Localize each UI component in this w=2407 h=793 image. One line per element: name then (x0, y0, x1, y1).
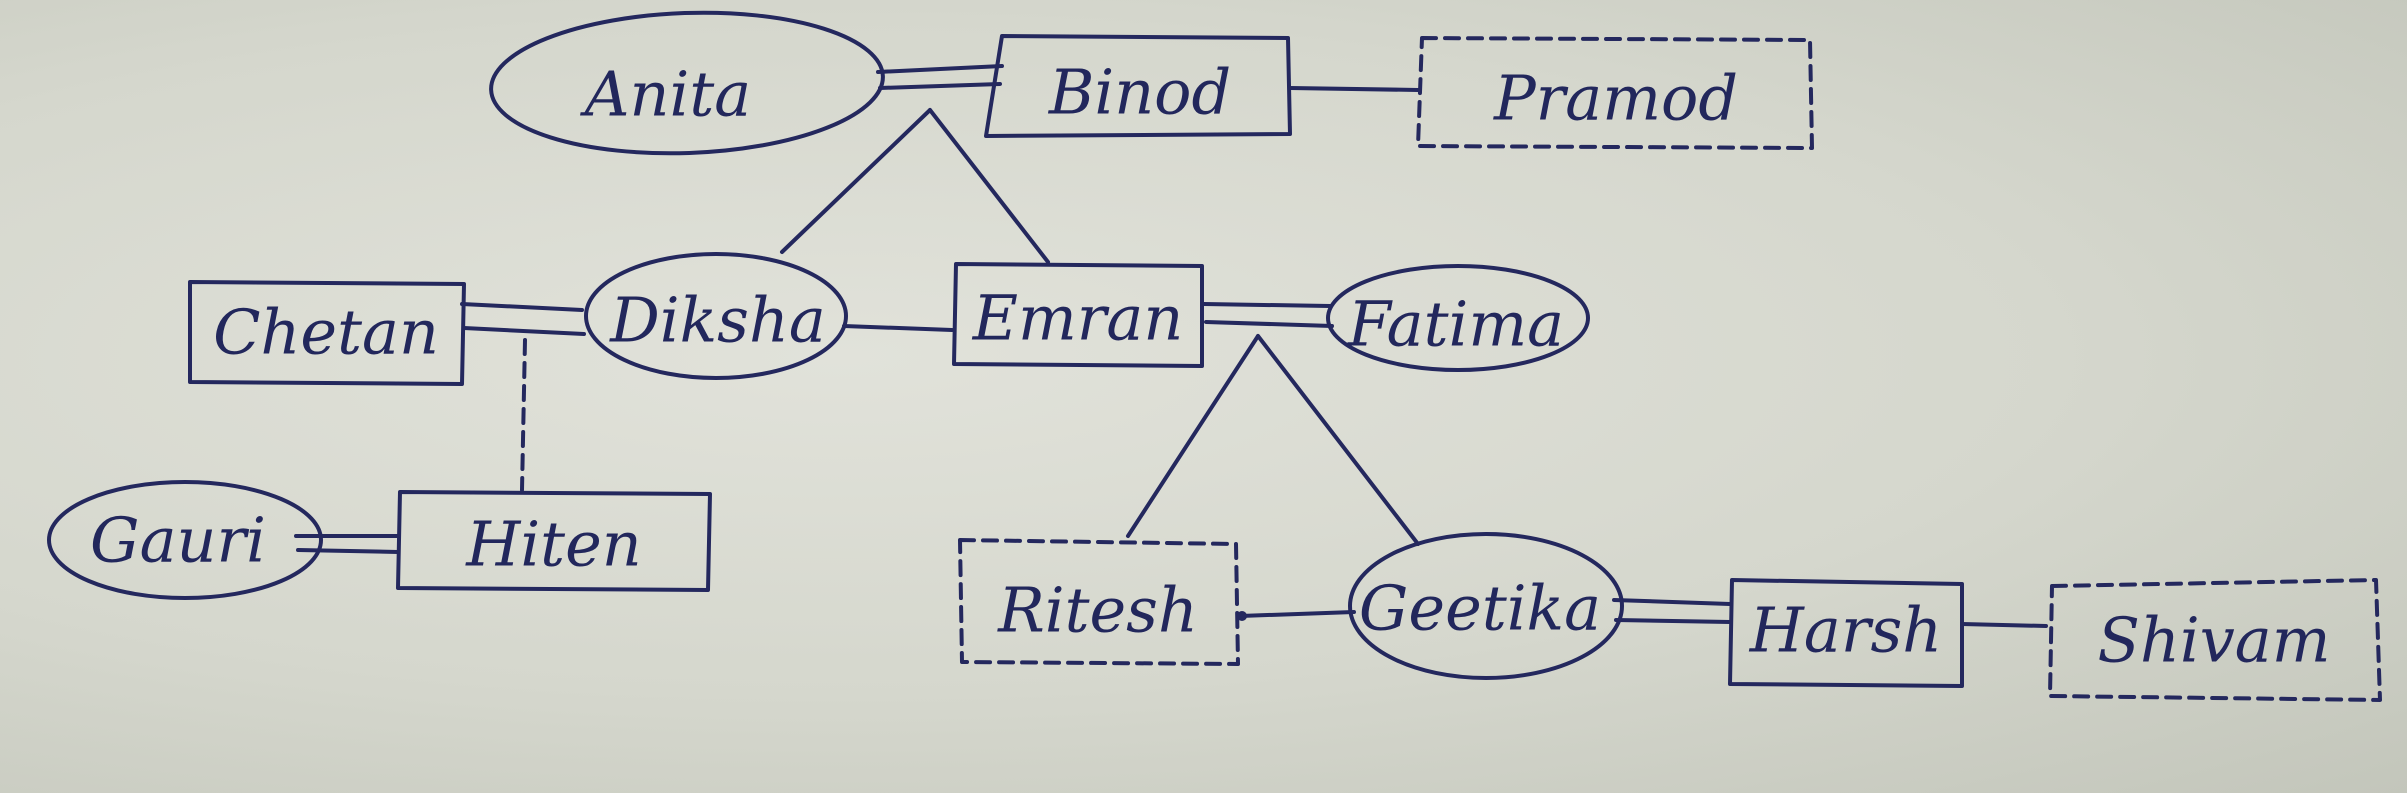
label-chetan: Chetan (213, 296, 439, 369)
node-harsh: Harsh (1728, 578, 1964, 688)
label-diksha: Diksha (609, 284, 826, 357)
sibling-line-ritesh-geetika (1238, 610, 1356, 618)
label-binod: Binod (1048, 56, 1231, 129)
node-binod: Binod (984, 34, 1292, 138)
label-geetika: Geetika (1359, 572, 1601, 645)
node-pramod: Pramod (1416, 36, 1814, 150)
sibling-line-harsh-shivam (1960, 622, 2048, 628)
label-harsh: Harsh (1749, 594, 1942, 667)
node-anita: Anita (489, 10, 885, 156)
label-fatima: Fatima (1347, 288, 1564, 361)
marriage-line-anita-binod (876, 64, 1004, 90)
node-shivam: Shivam (2048, 578, 2382, 702)
child-line-to-emran (928, 108, 1050, 264)
marriage-line-gauri-hiten (294, 534, 400, 554)
label-emran: Emran (972, 282, 1184, 355)
sibling-line-diksha-emran (842, 324, 954, 332)
child-line-to-diksha (780, 108, 932, 254)
marriage-line-emran-fatima (1202, 302, 1334, 328)
marriage-line-chetan-diksha (460, 302, 586, 336)
label-anita: Anita (580, 58, 751, 131)
label-hiten: Hiten (465, 508, 641, 581)
node-hiten: Hiten (396, 490, 712, 592)
node-emran: Emran (952, 262, 1204, 368)
child-line-to-geetika (1256, 334, 1420, 546)
node-geetika: Geetika (1348, 532, 1624, 680)
label-shivam: Shivam (2097, 604, 2330, 677)
sibling-line-binod-pramod (1288, 86, 1420, 92)
node-fatima: Fatima (1326, 264, 1590, 372)
connectors (294, 64, 2048, 628)
marriage-line-geetika-harsh (1612, 598, 1732, 624)
node-chetan: Chetan (188, 280, 466, 386)
child-line-to-ritesh (1126, 334, 1260, 538)
arrow-dot (1237, 611, 1247, 621)
node-ritesh: Ritesh (958, 538, 1240, 666)
node-gauri: Gauri (47, 480, 323, 600)
label-gauri: Gauri (90, 504, 266, 577)
node-diksha: Diksha (584, 252, 848, 380)
child-line-to-hiten (520, 338, 527, 492)
label-ritesh: Ritesh (997, 574, 1198, 647)
label-pramod: Pramod (1493, 62, 1738, 135)
